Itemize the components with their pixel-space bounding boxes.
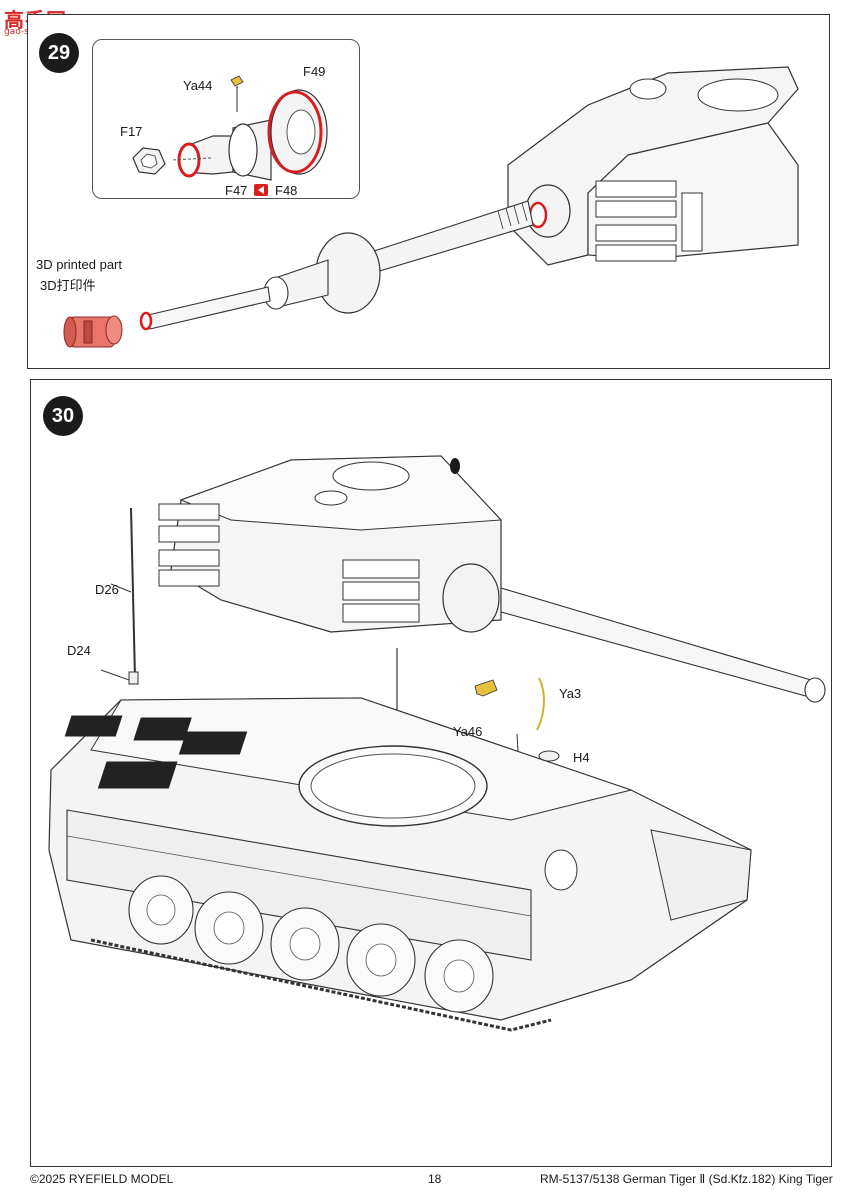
turret-drawing — [158, 455, 826, 703]
label-ya3: Ya3 — [559, 686, 582, 701]
label-f48: F48 — [275, 183, 298, 198]
printed-muzzle-brake — [63, 315, 123, 348]
hull-drawing — [48, 697, 752, 1032]
step-29-number: 29 — [39, 33, 79, 73]
label-3d-printed-en: 3D printed part — [36, 257, 122, 272]
label-ya46: Ya46 — [453, 724, 483, 739]
label-f49: F49 — [303, 64, 326, 79]
turret-barrel-drawing — [63, 66, 799, 348]
muzzle-inset-drawing — [132, 75, 328, 196]
label-f17: F17 — [120, 124, 143, 139]
step-30-number: 30 — [43, 396, 83, 436]
label-d26: D26 — [95, 582, 119, 597]
footer-product-title: RM-5137/5138 German Tiger Ⅱ (Sd.Kfz.182)… — [540, 1172, 833, 1186]
label-ya44: Ya44 — [183, 78, 213, 93]
label-f47: F47 — [225, 183, 248, 198]
footer-page-number: 18 — [428, 1172, 442, 1186]
tank-assembly-drawing — [48, 455, 826, 1032]
footer-copyright: ©2025 RYEFIELD MODEL — [30, 1172, 174, 1186]
label-d24: D24 — [67, 643, 91, 658]
step-29-panel: 29 Ya44 F49 F17 F47 F48 — [27, 14, 830, 369]
label-h4: H4 — [573, 750, 590, 765]
step-30-panel: 30 — [30, 379, 832, 1167]
label-3d-printed-cn: 3D打印件 — [40, 278, 96, 293]
muzzle-assembly-inset: Ya44 F49 F17 F47 F48 — [92, 39, 360, 199]
